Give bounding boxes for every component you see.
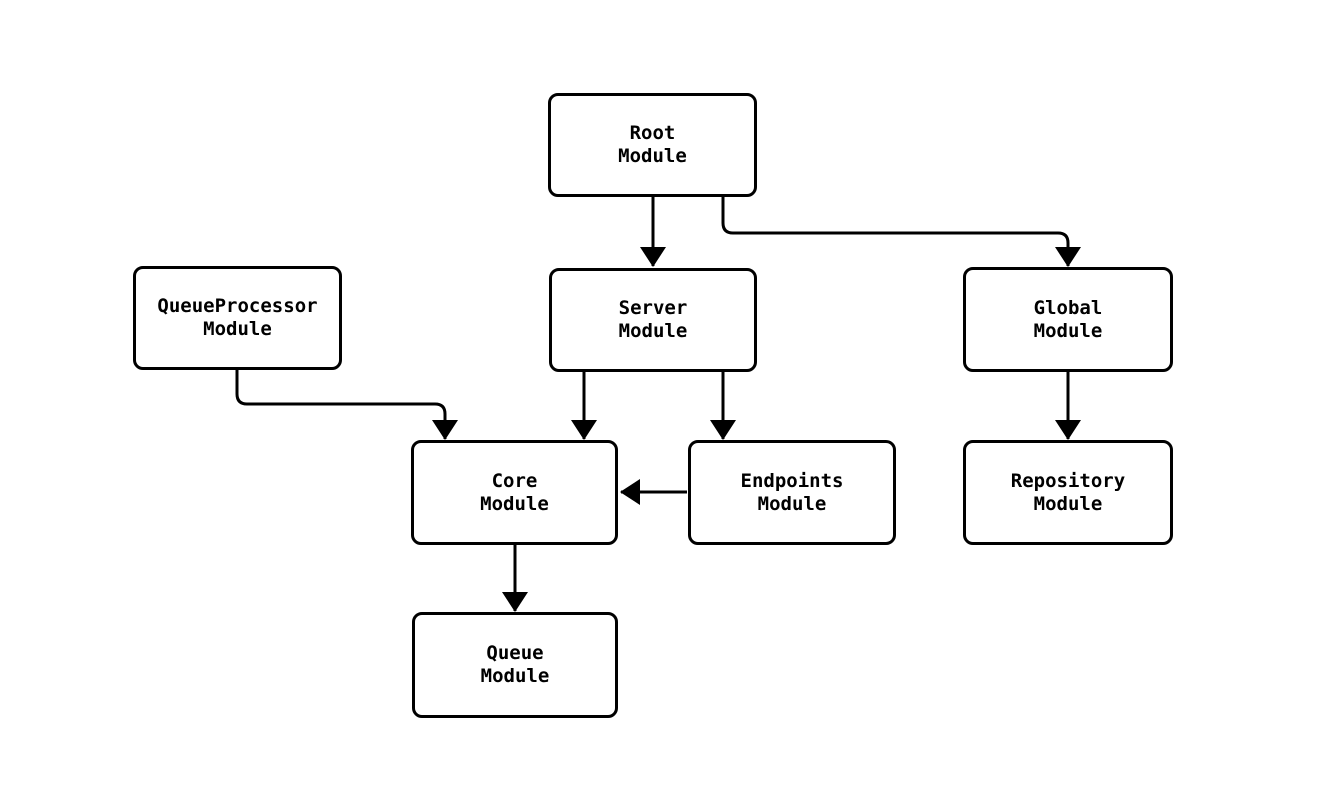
edge-queueprocessor-to-core [235,370,458,440]
edge-root-to-global [721,197,1081,267]
